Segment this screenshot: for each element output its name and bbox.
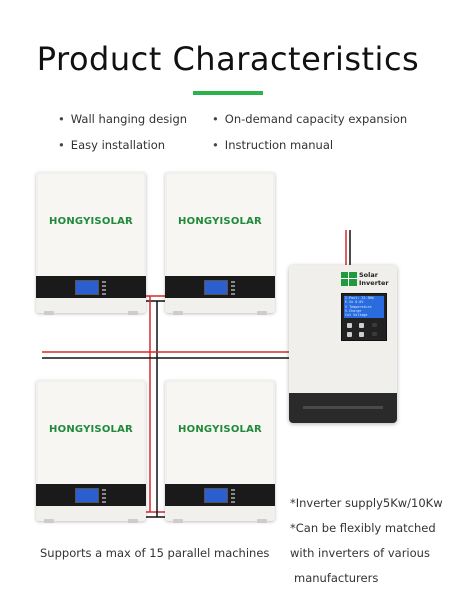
- lcd-display: [75, 280, 99, 295]
- indicator-light: [372, 332, 377, 336]
- brand-logo: HONGYISOLAR: [49, 216, 133, 227]
- bullet-icon: •: [58, 138, 65, 152]
- status-leds: [102, 489, 108, 505]
- page-title: Product Characteristics: [36, 40, 420, 78]
- feature-item-capacity-expansion: • On-demand capacity expansion: [212, 112, 407, 126]
- feature-label: Easy installation: [70, 138, 166, 152]
- feature-label: Wall hanging design: [70, 112, 188, 126]
- lcd-display: [204, 280, 228, 295]
- lcd-display: [75, 488, 99, 503]
- feature-item-wall-hanging: • Wall hanging design: [58, 112, 187, 126]
- status-leds: [102, 281, 108, 297]
- inverter-note: with inverters of various: [290, 546, 430, 560]
- brand-logo: HONGYISOLAR: [178, 216, 262, 227]
- inverter-label: Inverter: [359, 279, 389, 287]
- feature-item-instruction-manual: • Instruction manual: [212, 138, 333, 152]
- battery-module: HONGYISOLAR: [165, 380, 275, 523]
- solar-inverter: Solar Inverter I.Pout: 22.3KW E.So 0.0V …: [289, 265, 397, 423]
- inverter-label: Solar: [359, 271, 378, 279]
- inverter-button: [359, 332, 364, 337]
- inverter-note: *Inverter supply5Kw/10Kw: [290, 496, 443, 510]
- status-leds: [231, 281, 237, 297]
- battery-module: HONGYISOLAR: [165, 172, 275, 315]
- inverter-button: [359, 323, 364, 328]
- control-panel: [165, 276, 275, 298]
- control-panel: [165, 484, 275, 506]
- bullet-icon: •: [58, 112, 65, 126]
- brand-logo: HONGYISOLAR: [178, 424, 262, 435]
- feature-item-easy-installation: • Easy installation: [58, 138, 165, 152]
- feature-label: Instruction manual: [224, 138, 334, 152]
- lcd-display: I.Pout: 22.3KW E.So 0.0V V Temperature V…: [344, 296, 384, 318]
- inverter-button: [347, 323, 352, 328]
- status-leds: [231, 489, 237, 505]
- control-panel: [36, 484, 146, 506]
- brand-logo: HONGYISOLAR: [49, 424, 133, 435]
- inverter-base: [289, 393, 397, 423]
- battery-module: HONGYISOLAR: [36, 172, 146, 315]
- control-panel: [36, 276, 146, 298]
- bullet-icon: •: [212, 112, 219, 126]
- lcd-display: [204, 488, 228, 503]
- inverter-note: manufacturers: [294, 571, 379, 585]
- parallel-caption: Supports a max of 15 parallel machines: [40, 546, 270, 560]
- title-underline: [193, 91, 263, 95]
- indicator-light: [372, 323, 377, 327]
- inverter-note: *Can be flexibly matched: [290, 521, 436, 535]
- feature-label: On-demand capacity expansion: [224, 112, 408, 126]
- solar-panel-icon: [341, 272, 357, 286]
- inverter-button: [347, 332, 352, 337]
- inverter-display: I.Pout: 22.3KW E.So 0.0V V Temperature V…: [341, 293, 387, 341]
- bullet-icon: •: [212, 138, 219, 152]
- battery-module: HONGYISOLAR: [36, 380, 146, 523]
